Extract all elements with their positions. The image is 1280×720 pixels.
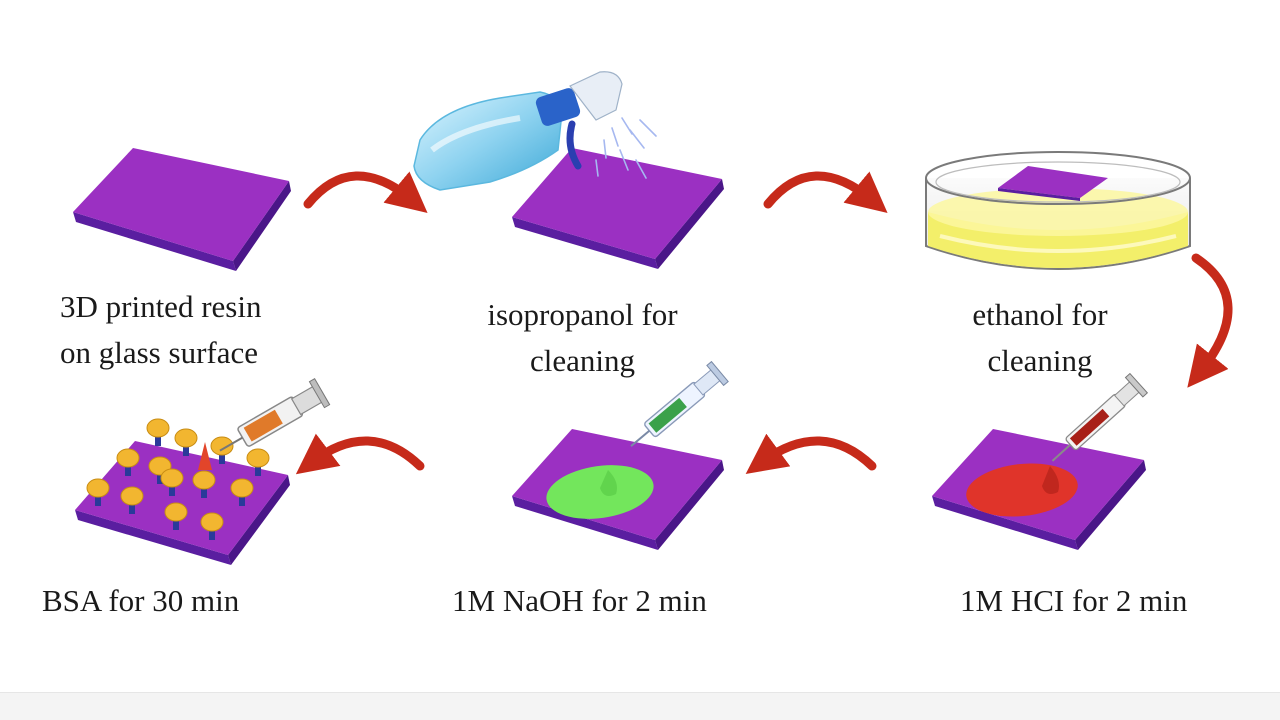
step-1-slide	[73, 148, 291, 271]
caption-line: isopropanol for	[487, 297, 678, 332]
caption-line: cleaning	[987, 343, 1093, 378]
step-6-slide	[932, 429, 1146, 550]
caption-line: 1M HCI for 2 min	[960, 583, 1188, 618]
step-1-caption: 3D printed resin on glass surface	[60, 284, 320, 376]
bottom-strip	[0, 692, 1280, 720]
arrow-step3-to-step6	[1187, 253, 1233, 388]
step-4-caption: BSA for 30 min	[42, 578, 239, 624]
step-6-caption: 1M HCI for 2 min	[960, 578, 1187, 624]
syringe-icon	[1051, 372, 1149, 462]
bsa-molecule	[120, 486, 144, 514]
bsa-molecule	[230, 478, 254, 506]
step-5-slide	[512, 429, 724, 550]
bsa-molecule	[200, 512, 224, 540]
caption-line: on glass surface	[60, 335, 258, 370]
spray-bottle-icon	[413, 71, 657, 191]
bsa-molecule	[210, 436, 234, 464]
step-3-caption: ethanol for cleaning	[920, 292, 1160, 384]
caption-line: BSA for 30 min	[42, 583, 240, 618]
step-2-slide	[512, 148, 724, 269]
arrow-step5-to-step4	[295, 433, 425, 475]
bsa-molecule	[164, 502, 188, 530]
arrow-step6-to-step5	[745, 433, 877, 474]
step-5-caption: 1M NaOH for 2 min	[452, 578, 707, 624]
bsa-molecule	[174, 428, 198, 456]
bsa-molecules	[86, 418, 270, 540]
bsa-molecule	[86, 478, 110, 506]
bsa-molecule	[192, 470, 216, 498]
syringe-icon	[198, 377, 331, 470]
bsa-molecule	[246, 448, 270, 476]
bsa-molecule	[116, 448, 140, 476]
step-2-caption: isopropanol for cleaning	[440, 292, 725, 384]
bsa-molecule	[146, 418, 170, 446]
caption-line: 3D printed resin	[60, 289, 262, 324]
petri-dish-icon	[925, 151, 1191, 270]
caption-line: cleaning	[529, 343, 635, 378]
caption-line: ethanol for	[972, 297, 1108, 332]
bsa-molecule	[160, 468, 184, 496]
syringe-icon	[630, 360, 729, 447]
arrow-step2-to-step3	[763, 171, 888, 213]
caption-line: 1M NaOH for 2 min	[452, 583, 707, 618]
arrow-step1-to-step2	[303, 171, 428, 213]
